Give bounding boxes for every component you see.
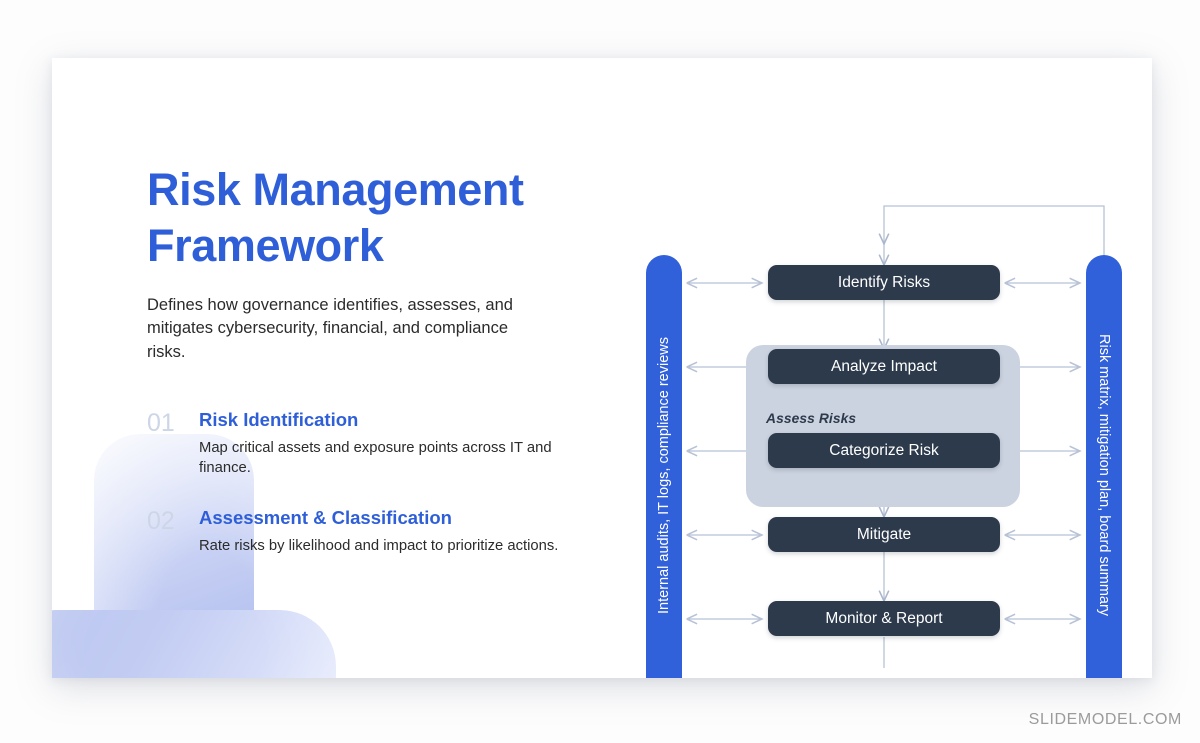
feature-description: Map critical assets and exposure points … [199, 440, 552, 477]
process-step-label: Monitor & Report [825, 609, 943, 627]
feature-item-02: 02 Assessment & Classification Rate risk… [147, 507, 567, 557]
risk-process-diagram: Internal audits, IT logs, compliance rev… [592, 128, 1132, 678]
decorative-square-lower [52, 610, 336, 678]
page-subtitle: Defines how governance identifies, asses… [147, 295, 513, 362]
footer-watermark: SLIDEMODEL.COM [1028, 711, 1182, 728]
slide-card: Risk Management Framework Defines how go… [52, 58, 1152, 678]
output-artifacts-label: Risk matrix, mitigation plan, board summ… [1096, 333, 1112, 617]
process-step-label: Categorize Risk [829, 441, 939, 459]
input-sources-bar: Internal audits, IT logs, compliance rev… [646, 255, 682, 678]
feature-item-01: 01 Risk Identification Map critical asse… [147, 409, 567, 479]
feature-number: 02 [147, 506, 175, 535]
feature-number: 01 [147, 408, 175, 437]
left-content-column: Risk Management Framework Defines how go… [147, 162, 567, 584]
process-step-mitigate[interactable]: Mitigate [768, 517, 1000, 552]
process-step-categorize-risk[interactable]: Categorize Risk [768, 433, 1000, 468]
feature-body: Risk Identification Map critical assets … [199, 409, 567, 479]
input-sources-label: Internal audits, IT logs, compliance rev… [656, 336, 672, 614]
feature-body: Assessment & Classification Rate risks b… [199, 507, 567, 557]
process-step-label: Identify Risks [837, 273, 931, 291]
page-title: Risk Management Framework [147, 164, 524, 271]
process-step-label: Analyze Impact [831, 357, 937, 375]
output-artifacts-bar: Risk matrix, mitigation plan, board summ… [1086, 255, 1122, 678]
feature-title: Assessment & Classification [199, 506, 452, 528]
assess-risks-group-label: Assess Risks [766, 411, 857, 426]
feature-description: Rate risks by likelihood and impact to p… [199, 538, 559, 555]
feature-list: 01 Risk Identification Map critical asse… [147, 409, 567, 557]
process-step-identify-risks[interactable]: Identify Risks [768, 265, 1000, 300]
feature-title: Risk Identification [199, 408, 359, 430]
process-step-monitor-report[interactable]: Monitor & Report [768, 601, 1000, 636]
process-step-label: Mitigate [856, 525, 912, 543]
process-step-analyze-impact[interactable]: Analyze Impact [768, 349, 1000, 384]
